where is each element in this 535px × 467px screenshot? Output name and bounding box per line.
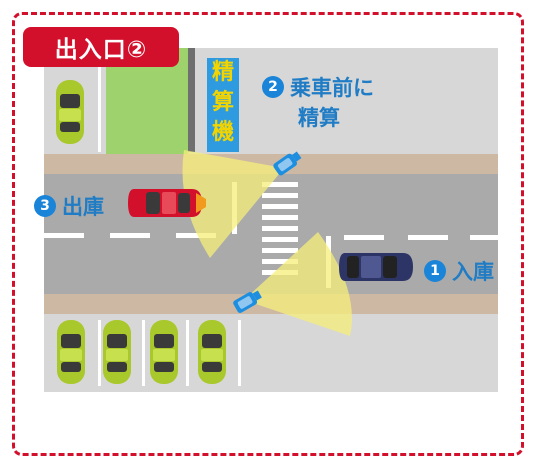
step-3-label: 3 出庫 xyxy=(34,191,104,221)
step-3-text: 出庫 xyxy=(62,195,104,219)
car-parked-top xyxy=(56,80,84,144)
step-1-badge: 1 xyxy=(424,260,446,282)
camera-icon-bottom xyxy=(233,290,262,313)
step-3-badge: 3 xyxy=(34,195,56,217)
camera-icon-top xyxy=(273,151,302,176)
machine-char-2: 算 xyxy=(211,90,234,115)
sidewalk-top xyxy=(44,154,498,174)
car-parked-bottom-1 xyxy=(57,320,85,384)
car-exiting-red xyxy=(128,189,206,217)
car-parked-bottom-2 xyxy=(103,320,131,384)
machine-char-3: 機 xyxy=(211,120,234,145)
entrance-title: 出入口② xyxy=(23,27,179,67)
step-1-label: 1 入庫 xyxy=(424,256,494,286)
parking-line xyxy=(98,60,101,152)
machine-char-1: 精 xyxy=(211,60,234,85)
step-2-text-line1: 乗車前に xyxy=(290,76,374,100)
payment-machine-sign: 精 算 機 xyxy=(207,58,239,152)
dashed-frame xyxy=(12,12,524,456)
step-1-text: 入庫 xyxy=(452,260,494,284)
car-entering-navy xyxy=(339,253,413,281)
step-2-label: 2 乗車前に xyxy=(262,72,374,102)
step-2-label-line2: 精算 xyxy=(298,102,340,132)
car-parked-bottom-4 xyxy=(198,320,226,384)
lane-center-line xyxy=(44,233,498,240)
camera-beam-top xyxy=(182,150,284,258)
step-2-badge: 2 xyxy=(262,76,284,98)
camera-beam-bottom xyxy=(244,232,352,336)
step-2-text-line2: 精算 xyxy=(298,106,340,130)
wall-post xyxy=(188,48,195,152)
parking-lines-bottom xyxy=(98,320,241,386)
car-parked-bottom-3 xyxy=(150,320,178,384)
